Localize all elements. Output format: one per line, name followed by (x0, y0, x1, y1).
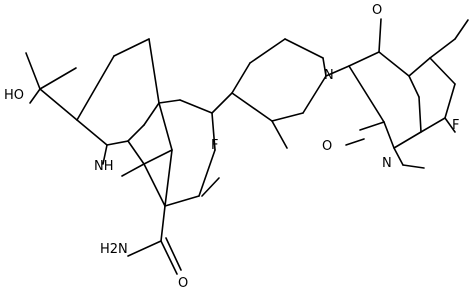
label-quinazoline-n3: N (324, 68, 334, 83)
bond-quinazoline-1 (325, 65, 350, 77)
bond-fluoroaryl-3 (444, 83, 456, 119)
bond-quinazoline-5 (408, 75, 420, 98)
bond-fluoroaryl-6 (454, 19, 469, 40)
bond-quinazoline-2 (348, 51, 380, 67)
bond-fluoroaryl-5 (429, 38, 456, 59)
bond-tetrahydro-7 (76, 55, 115, 121)
bond-tetrahydro-6 (76, 119, 108, 146)
label-indole-fluoro: F (211, 138, 218, 153)
bond-benzo-7 (164, 149, 173, 207)
bond-sidechain-1 (39, 88, 78, 121)
bond-phenyl-2 (249, 38, 286, 64)
bond-benzo-6 (143, 163, 166, 207)
bond-quinazoline-4 (378, 51, 410, 77)
bond-phenyl-7 (231, 92, 273, 122)
bond-benzo-3 (211, 112, 216, 151)
bond-pyrrole-1 (127, 140, 145, 165)
bond-sidechain-3 (39, 67, 77, 90)
atom-label-set: HO NH F H2N O N O O N F (4, 3, 459, 291)
bond-benzo-2 (179, 99, 213, 114)
bond-amide-2 (127, 240, 162, 257)
bond-quinazoline-6 (418, 96, 422, 133)
label-quinazoline-n1: N (382, 156, 392, 171)
bond-phenyl-5 (302, 75, 327, 114)
label-amide-nh2: H2N (100, 242, 128, 257)
bond-amide-1 (160, 205, 166, 242)
bond-quinazoline-11 (345, 138, 365, 146)
bond-pyrrole-2 (102, 144, 108, 165)
bond-phenyl-6 (271, 112, 304, 122)
bond-amide-4 (165, 237, 182, 271)
bond-sidechain-oh (29, 88, 41, 104)
bond-tetrahydro-2 (148, 38, 160, 104)
label-c4-oxygen: O (372, 3, 382, 18)
bond-tetrahydro-1 (113, 38, 150, 57)
bond-phenyl-4 (322, 57, 327, 77)
bond-benzo-4 (198, 149, 216, 197)
bond-set (25, 18, 469, 275)
bond-sidechain-2 (25, 52, 41, 90)
bond-quinazoline-7 (393, 131, 422, 149)
bond-pyrrole-5 (158, 102, 173, 151)
bond-tetrahydro-5 (106, 140, 129, 146)
bond-amide-3 (160, 240, 178, 275)
bond-fluoroaryl-fluoro (444, 117, 456, 133)
bond-phenyl-methyl (271, 120, 288, 149)
bond-fluoroaryl-2 (429, 57, 456, 85)
bond-tetrahydro-4 (127, 124, 145, 142)
bond-pyrrole-4 (143, 149, 173, 165)
label-indole-nh: NH (94, 159, 114, 174)
bond-fluoroaryl-1 (408, 57, 431, 77)
bond-quinazoline-9 (348, 65, 385, 123)
bond-benzo-fluoro (201, 177, 220, 197)
label-amide-oxygen: O (178, 276, 188, 291)
bond-pyrrole-3 (121, 163, 145, 177)
bond-n-methyl (393, 147, 404, 166)
bond-benzo-1 (158, 99, 181, 104)
bond-tetrahydro-3 (143, 102, 160, 126)
bond-quinazoline-3 (378, 18, 382, 53)
bond-phenyl-1 (231, 62, 251, 94)
bond-benzo-5 (164, 195, 200, 207)
bond-n-methyl-2 (402, 164, 425, 169)
bond-phenyl-3 (284, 38, 324, 59)
label-hydroxyl: HO (4, 88, 24, 103)
label-c2-oxygen: O (322, 139, 332, 154)
bond-quinazoline-10 (359, 121, 385, 131)
label-aryl-fluoro: F (452, 118, 459, 133)
bond-fluoroaryl-4 (420, 117, 446, 133)
bond-biaryl (211, 92, 233, 114)
bond-quinazoline-8 (383, 121, 395, 149)
